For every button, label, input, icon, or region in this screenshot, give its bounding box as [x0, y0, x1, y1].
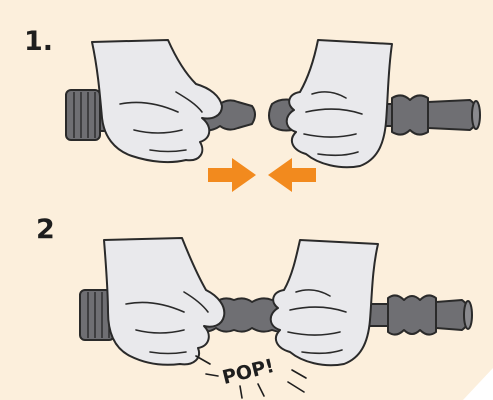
step-2-label: 2	[36, 214, 55, 245]
step-1-label: 1.	[24, 26, 53, 57]
